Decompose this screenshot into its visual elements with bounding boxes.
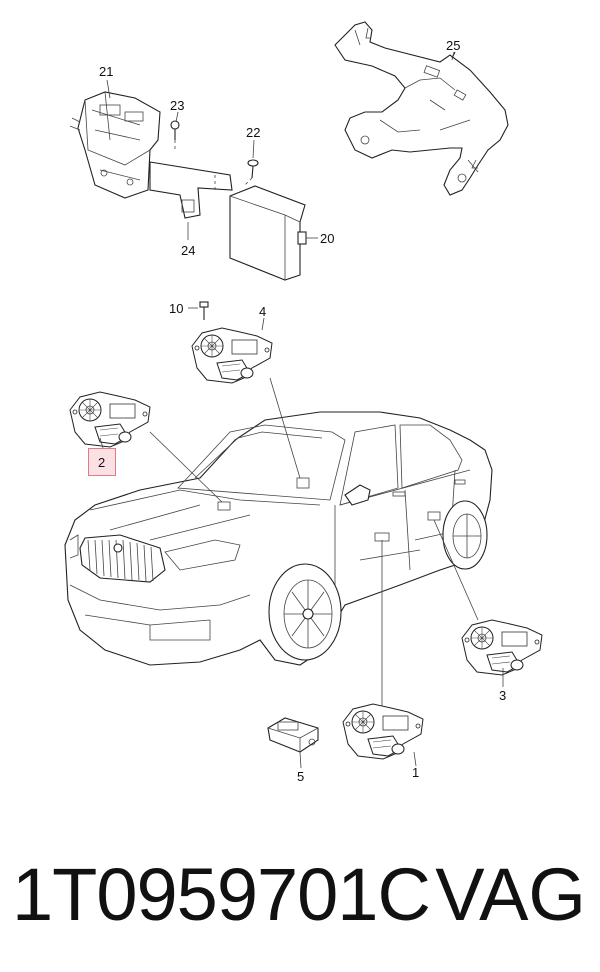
control-unit-holder-21[interactable] [69, 91, 233, 219]
brand-name: VAG [435, 853, 586, 936]
control-unit-5[interactable] [267, 717, 319, 753]
window-motor-3[interactable] [461, 619, 543, 676]
window-motor-2[interactable] [69, 391, 151, 448]
callout-20: 20 [320, 231, 334, 246]
window-motor-4[interactable] [191, 327, 273, 384]
callout-23: 23 [170, 98, 184, 113]
callout-22: 22 [246, 125, 260, 140]
highlight-box-part-2 [88, 448, 116, 476]
window-motor-1[interactable] [342, 703, 424, 760]
parts-diagram: 21 23 22 25 20 24 10 4 2 3 5 1 [64, 21, 543, 784]
bracket-25[interactable] [334, 21, 509, 196]
callout-4: 4 [259, 304, 266, 319]
callout-5: 5 [297, 769, 304, 784]
callout-25: 25 [446, 38, 460, 53]
callout-2: 2 [98, 455, 105, 470]
leader-lines [149, 377, 479, 708]
callout-10: 10 [169, 301, 183, 316]
callout-3: 3 [499, 688, 506, 703]
part-number: 1T0959701C [12, 853, 431, 936]
car-body [64, 411, 493, 666]
callout-1: 1 [412, 765, 419, 780]
callout-24: 24 [181, 243, 195, 258]
bolt-10[interactable] [199, 301, 209, 320]
callout-21: 21 [99, 64, 113, 79]
callout-ticks [99, 51, 504, 769]
control-unit-20[interactable] [229, 185, 307, 281]
screw-22[interactable] [247, 159, 259, 179]
screw-23[interactable] [170, 120, 180, 140]
